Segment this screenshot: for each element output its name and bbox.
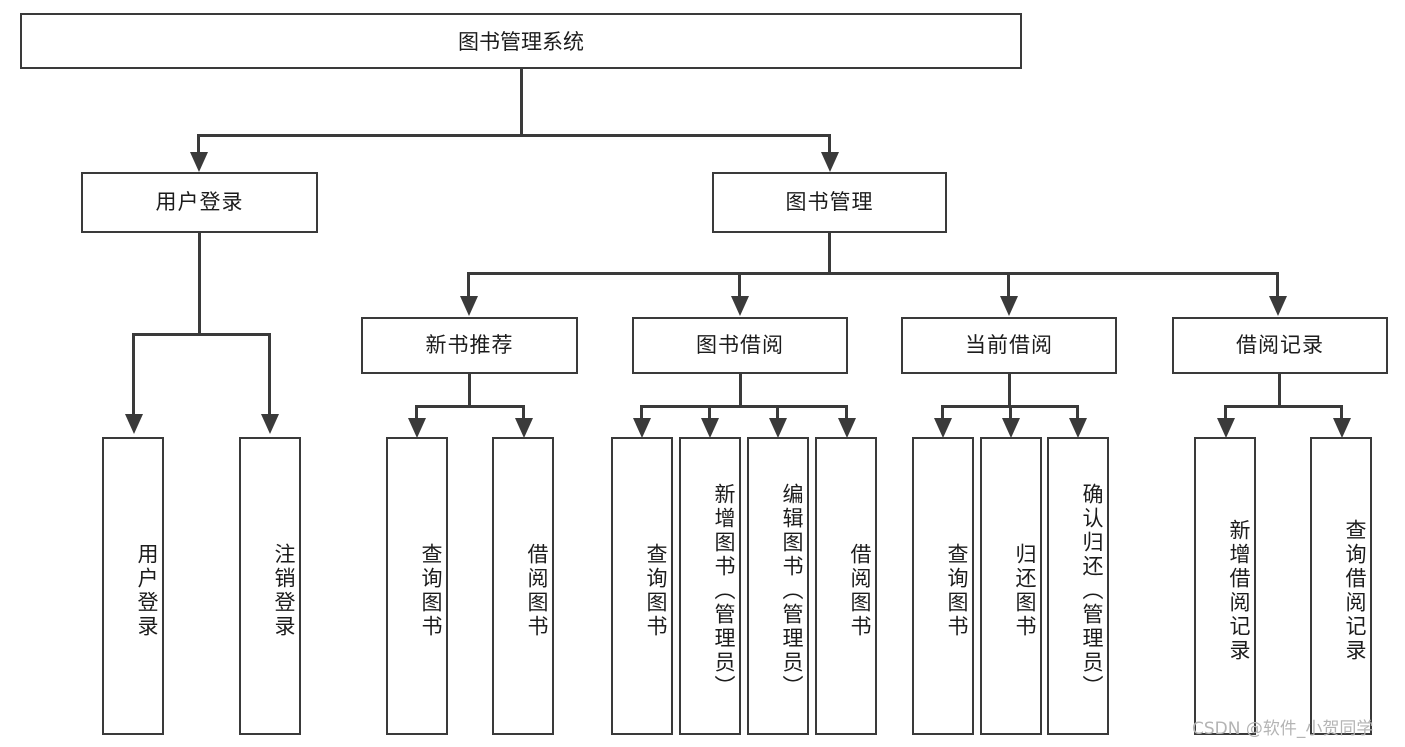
node-root-system[interactable]: 图书管理系统 <box>20 13 1022 69</box>
edge-new-book-leaf-0 <box>415 405 418 421</box>
edge-book-mgmt-bus <box>467 272 1279 275</box>
node-label: 新书推荐 <box>425 332 514 357</box>
arrow-book-mgmt-to-new-book <box>460 296 478 316</box>
arrow-root-to-user-login <box>190 152 208 172</box>
edge-root-stem <box>520 69 523 136</box>
arrow-book-borrow-leaf-2 <box>769 418 787 438</box>
edge-current-borrow-leaf-2 <box>1076 405 1079 421</box>
edge-current-borrow-leaf-1 <box>1009 405 1012 421</box>
edge-book-borrow-bus <box>640 405 848 408</box>
arrow-current-borrow-leaf-0 <box>934 418 952 438</box>
edge-root-to-user-login <box>197 134 200 158</box>
edge-borrow-record-stem <box>1278 374 1281 407</box>
arrow-book-borrow-leaf-3 <box>838 418 856 438</box>
leaf-user-login-logout[interactable]: 注销登录 <box>239 437 301 735</box>
node-current-borrow[interactable]: 当前借阅 <box>901 317 1117 374</box>
leaf-borrow-record-query[interactable]: 查询借阅记录 <box>1310 437 1372 735</box>
node-book-borrow[interactable]: 图书借阅 <box>632 317 848 374</box>
edge-root-to-book-mgmt <box>828 134 831 158</box>
arrow-user-login-leaf-1 <box>261 414 279 434</box>
node-borrow-record[interactable]: 借阅记录 <box>1172 317 1388 374</box>
arrow-borrow-record-leaf-0 <box>1217 418 1235 438</box>
edge-user-login-stem <box>198 233 201 335</box>
arrow-user-login-leaf-0 <box>125 414 143 434</box>
node-label: 图书管理 <box>785 189 874 214</box>
arrow-book-borrow-leaf-0 <box>633 418 651 438</box>
node-book-management[interactable]: 图书管理 <box>712 172 947 233</box>
edge-root-bus <box>197 134 831 137</box>
leaf-user-login-login[interactable]: 用户登录 <box>102 437 164 735</box>
edge-user-login-bus <box>132 333 271 336</box>
node-label: 借阅图书 <box>848 543 872 639</box>
edge-book-borrow-leaf-0 <box>640 405 643 421</box>
node-label: 图书管理系统 <box>458 30 584 54</box>
edge-borrow-record-leaf-1 <box>1340 405 1343 421</box>
edge-book-mgmt-stem <box>828 233 831 274</box>
edge-book-borrow-leaf-3 <box>845 405 848 421</box>
edge-book-mgmt-to-borrow-record <box>1276 272 1279 298</box>
arrow-book-mgmt-to-borrow-record <box>1269 296 1287 316</box>
leaf-new-book-query[interactable]: 查询图书 <box>386 437 448 735</box>
node-label: 注销登录 <box>272 543 296 639</box>
node-label: 查询图书 <box>644 543 668 639</box>
node-new-book-recommend[interactable]: 新书推荐 <box>361 317 578 374</box>
node-label: 确认归还（管理员） <box>1080 483 1104 699</box>
edge-new-book-bus <box>415 405 525 408</box>
edge-book-borrow-leaf-1 <box>708 405 711 421</box>
edge-book-mgmt-to-current-borrow <box>1007 272 1010 298</box>
arrow-book-borrow-leaf-1 <box>701 418 719 438</box>
edge-book-borrow-leaf-2 <box>776 405 779 421</box>
edge-current-borrow-stem <box>1008 374 1011 407</box>
leaf-current-borrow-confirm[interactable]: 确认归还（管理员） <box>1047 437 1109 735</box>
node-label: 查询图书 <box>945 543 969 639</box>
node-label: 查询借阅记录 <box>1343 519 1367 663</box>
node-label: 编辑图书（管理员） <box>780 483 804 699</box>
edge-book-mgmt-to-book-borrow <box>738 272 741 298</box>
node-label: 当前借阅 <box>965 332 1053 357</box>
node-label: 新增借阅记录 <box>1227 519 1251 663</box>
edge-user-login-leaf-1 <box>268 333 271 417</box>
node-label: 图书借阅 <box>696 332 784 357</box>
arrow-book-mgmt-to-current-borrow <box>1000 296 1018 316</box>
node-label: 借阅记录 <box>1236 332 1324 357</box>
edge-new-book-leaf-1 <box>522 405 525 421</box>
leaf-book-borrow-borrow[interactable]: 借阅图书 <box>815 437 877 735</box>
edge-current-borrow-leaf-0 <box>941 405 944 421</box>
node-label: 用户登录 <box>135 543 159 639</box>
leaf-current-borrow-return[interactable]: 归还图书 <box>980 437 1042 735</box>
leaf-new-book-borrow[interactable]: 借阅图书 <box>492 437 554 735</box>
node-label: 新增图书（管理员） <box>712 483 736 699</box>
arrow-book-mgmt-to-book-borrow <box>731 296 749 316</box>
node-label: 归还图书 <box>1013 543 1037 639</box>
arrow-new-book-leaf-1 <box>515 418 533 438</box>
leaf-book-borrow-add[interactable]: 新增图书（管理员） <box>679 437 741 735</box>
leaf-borrow-record-add[interactable]: 新增借阅记录 <box>1194 437 1256 735</box>
edge-user-login-leaf-0 <box>132 333 135 417</box>
node-label: 用户登录 <box>155 189 244 214</box>
arrow-current-borrow-leaf-1 <box>1002 418 1020 438</box>
arrow-borrow-record-leaf-1 <box>1333 418 1351 438</box>
arrow-current-borrow-leaf-2 <box>1069 418 1087 438</box>
arrow-root-to-book-mgmt <box>821 152 839 172</box>
leaf-book-borrow-query[interactable]: 查询图书 <box>611 437 673 735</box>
node-label: 查询图书 <box>419 543 443 639</box>
leaf-book-borrow-edit[interactable]: 编辑图书（管理员） <box>747 437 809 735</box>
edge-borrow-record-bus <box>1224 405 1343 408</box>
edge-book-borrow-stem <box>739 374 742 407</box>
node-label: 借阅图书 <box>525 543 549 639</box>
leaf-current-borrow-query[interactable]: 查询图书 <box>912 437 974 735</box>
edge-book-mgmt-to-new-book <box>467 272 470 298</box>
edge-borrow-record-leaf-0 <box>1224 405 1227 421</box>
arrow-new-book-leaf-0 <box>408 418 426 438</box>
edge-new-book-stem <box>468 374 471 407</box>
csdn-watermark: CSDN @软件_小贺同学 <box>1192 719 1374 739</box>
node-user-login[interactable]: 用户登录 <box>81 172 318 233</box>
